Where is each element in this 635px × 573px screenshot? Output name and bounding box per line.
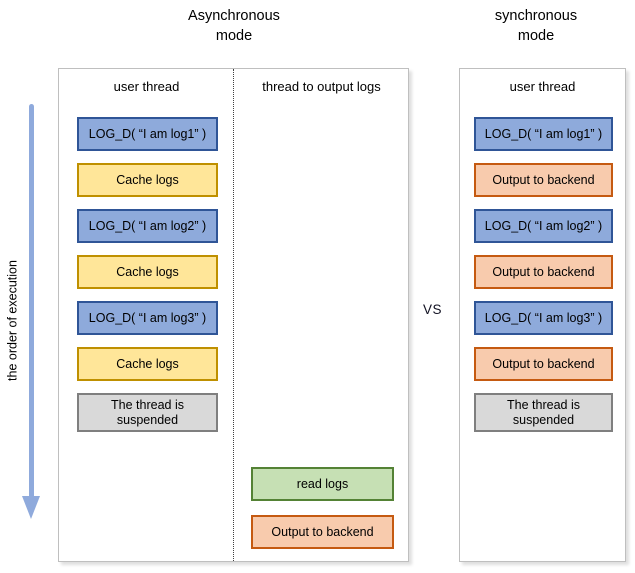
log-call-box: LOG_D( “I am log1” ) xyxy=(77,117,218,151)
cache-logs-box: Cache logs xyxy=(77,347,218,381)
sync-user-thread-header: user thread xyxy=(509,79,576,94)
output-to-backend-box: Output to backend xyxy=(251,515,394,549)
sync-mode-panel: user thread LOG_D( “I am log1” ) Output … xyxy=(459,68,626,562)
output-to-backend-box: Output to backend xyxy=(474,163,613,197)
output-to-backend-box: Output to backend xyxy=(474,255,613,289)
log-call-box: LOG_D( “I am log1” ) xyxy=(474,117,613,151)
log-call-box: LOG_D( “I am log2” ) xyxy=(77,209,218,243)
async-mode-panel: user thread thread to output logs LOG_D(… xyxy=(58,68,409,562)
log-call-box: LOG_D( “I am log3” ) xyxy=(77,301,218,335)
thread-suspended-box: The thread is suspended xyxy=(77,393,218,432)
async-user-thread-column: LOG_D( “I am log1” ) Cache logs LOG_D( “… xyxy=(77,117,218,432)
sync-mode-title: synchronous mode xyxy=(494,8,578,44)
log-call-box: LOG_D( “I am log2” ) xyxy=(474,209,613,243)
async-mode-title: Asynchronous mode xyxy=(188,8,280,44)
thread-suspended-box: The thread is suspended xyxy=(474,393,613,432)
read-logs-box: read logs xyxy=(251,467,394,501)
async-output-thread-header: thread to output logs xyxy=(262,79,381,94)
output-to-backend-box: Output to backend xyxy=(474,347,613,381)
execution-order-axis-label: the order of execution xyxy=(5,260,20,381)
sync-user-thread-column: LOG_D( “I am log1” ) Output to backend L… xyxy=(474,117,613,432)
vs-label: VS xyxy=(422,302,442,317)
async-user-thread-header: user thread xyxy=(113,79,180,94)
cache-logs-box: Cache logs xyxy=(77,255,218,289)
execution-order-arrow-shaft xyxy=(29,104,34,498)
execution-order-arrow-head-icon xyxy=(22,496,40,519)
thread-divider-dotted-line xyxy=(233,69,234,561)
cache-logs-box: Cache logs xyxy=(77,163,218,197)
log-call-box: LOG_D( “I am log3” ) xyxy=(474,301,613,335)
